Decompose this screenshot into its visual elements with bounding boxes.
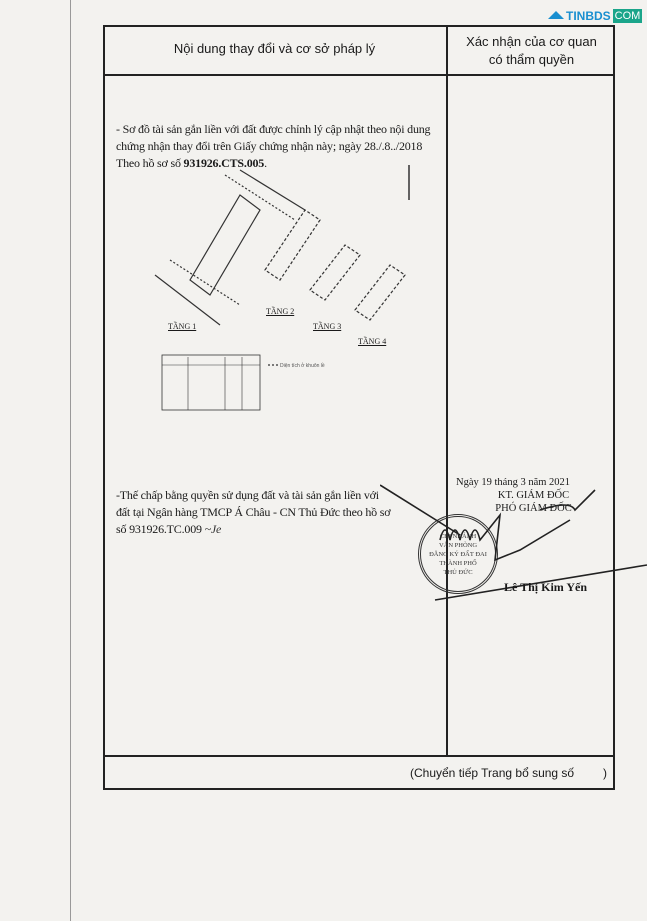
stamp-line: THỦ ĐỨC xyxy=(443,569,473,576)
site-logo: TINBDS COM xyxy=(548,1,643,23)
entry-mortgage: -Thế chấp bằng quyền sử dụng đất và tài … xyxy=(116,487,416,538)
entry2-line3: số 931926.TC.009 ~Je xyxy=(116,521,416,538)
mortgage-code: số 931926.TC.009 xyxy=(116,522,202,536)
roof-icon xyxy=(548,11,564,19)
floor3-plan xyxy=(309,244,361,301)
entry1-line3: Theo hồ sơ số 931926.CTS.005. xyxy=(116,155,441,172)
entry1-line1: - Sơ đồ tài sản gắn liền với đất được ch… xyxy=(116,122,431,136)
continuation-close: ) xyxy=(603,766,607,780)
entry2-line2: đất tại Ngân hàng TMCP Á Châu - CN Thủ Đ… xyxy=(116,505,391,519)
initials-mark: ~Je xyxy=(204,522,222,536)
continuation-text: (Chuyển tiếp Trang bổ sung số xyxy=(410,766,575,780)
floor2-plan xyxy=(264,209,321,281)
entry-sketch-update: - Sơ đồ tài sản gắn liền với đất được ch… xyxy=(116,121,441,172)
logo-text-1: TINBDS xyxy=(566,9,611,23)
certification-block: Ngày 19 tháng 3 năm 2021 KT. GIÁM ĐỐC PH… xyxy=(452,476,615,515)
cert-title1: KT. GIÁM ĐỐC xyxy=(497,490,570,501)
official-stamp: CHI NHÁNH VĂN PHÒNG ĐĂNG KÝ ĐẤT ĐAI THÀN… xyxy=(418,514,498,594)
floor-plan-diagram: Diện tích ở khuôn lề xyxy=(154,165,410,411)
stamp-line: ĐĂNG KÝ ĐẤT ĐAI xyxy=(429,551,487,558)
header-left-title: Nội dung thay đổi và cơ sở pháp lý xyxy=(173,41,376,56)
svg-text:Diện tích ở khuôn lề: Diện tích ở khuôn lề xyxy=(280,362,325,369)
file-code: 931926.CTS.005 xyxy=(183,156,265,170)
header-right-line1: Xác nhận của cơ quan xyxy=(466,34,597,49)
header-right-title: Xác nhận của cơ quan có thẩm quyền xyxy=(448,33,615,69)
logo-text-2: COM xyxy=(612,9,643,23)
column-divider xyxy=(446,25,448,755)
floor-label-1: TẦNG 1 xyxy=(168,322,197,331)
cert-title2: PHÓ GIÁM ĐỐC xyxy=(495,503,572,514)
stamp-line: THÀNH PHỐ xyxy=(439,560,477,567)
footer-divider xyxy=(103,755,615,757)
stamp-line: VĂN PHÒNG xyxy=(438,542,478,549)
floor4-plan xyxy=(354,264,406,321)
document-table xyxy=(103,25,615,790)
floor1-plan xyxy=(189,194,261,296)
page-edge-line xyxy=(70,0,71,921)
signature xyxy=(380,484,647,601)
entry1-prefix: Theo hồ sơ số xyxy=(116,156,184,170)
entry2-line1: -Thế chấp bằng quyền sử dụng đất và tài … xyxy=(116,488,379,502)
footer-continuation: (Chuyển tiếp Trang bổ sung số ) xyxy=(410,766,610,780)
entry1-line2: chứng nhận thay đổi trên Giấy chứng nhận… xyxy=(116,139,423,153)
cert-date: Ngày 19 tháng 3 năm 2021 xyxy=(456,477,571,488)
floor-label-4: TẦNG 4 xyxy=(358,337,387,346)
coordinate-table xyxy=(161,354,261,411)
signer-name: Lê Thị Kim Yến xyxy=(504,580,588,594)
floor-label-2: TẦNG 2 xyxy=(266,307,295,316)
stamp-line: CHI NHÁNH xyxy=(439,533,477,540)
entry1-suffix: . xyxy=(264,156,267,170)
header-right-line2: có thẩm quyền xyxy=(488,52,575,67)
floor-label-3: TẦNG 3 xyxy=(313,322,342,331)
header-divider xyxy=(103,74,615,76)
